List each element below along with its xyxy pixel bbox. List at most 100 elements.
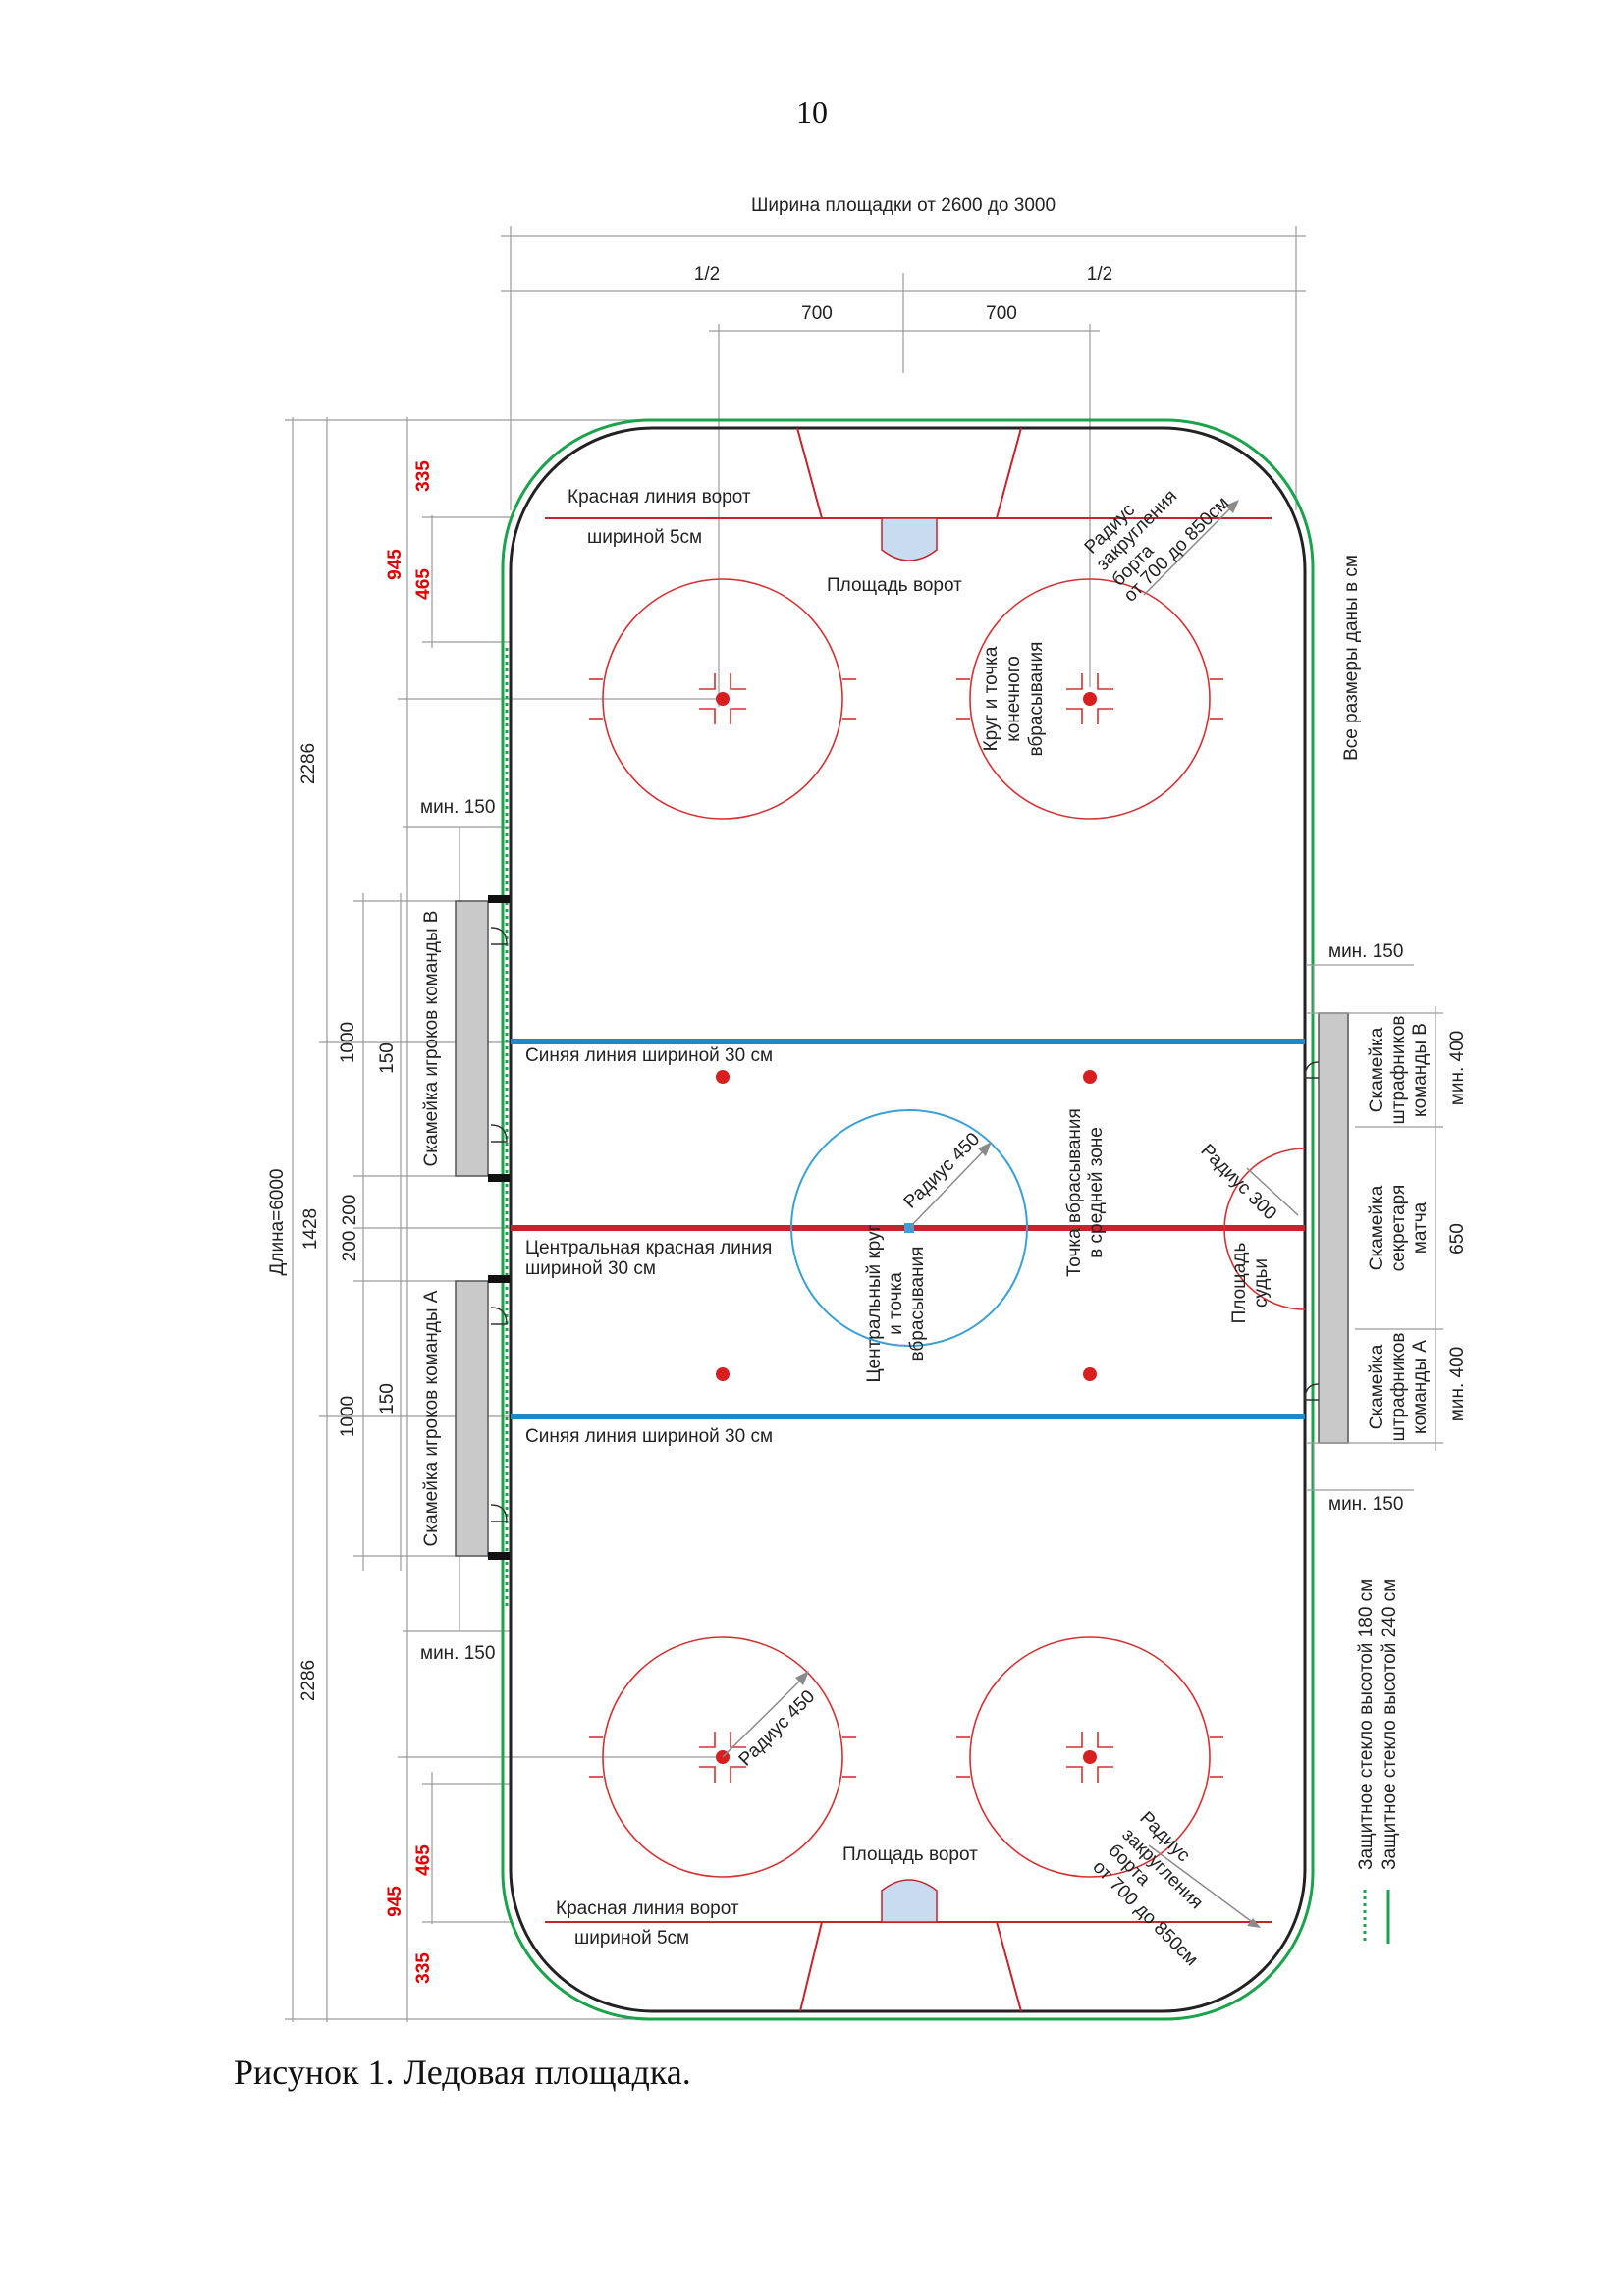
label-faceoff-circle-2: конечного [1003,656,1024,742]
referee-radius-line [1246,1167,1299,1216]
bench-a-gate-1 [490,1307,508,1325]
label-center-line-1: Центральная красная линия [525,1238,772,1258]
trapezoid-bottom-right [996,1921,1022,2012]
label-465-bottom: 465 [413,1844,434,1876]
label-faceoff-circle-1: Круг и точка [981,646,1001,751]
faceoff-spot [1083,1750,1097,1764]
bench-b-door-top [488,895,510,903]
label-circle-radius-bottom: Радиус 450 [735,1686,820,1771]
trapezoid-top-left [796,427,823,519]
faceoff-circle-top-left [589,578,856,820]
bench-a-door-bottom [488,1552,510,1560]
label-bench-b: Скамейка игроков команды В [421,911,442,1167]
label-neutral-spots-1: Точка вбрасывания [1064,1108,1085,1277]
faceoff-circle-bottom-right [956,1636,1223,1878]
rink [455,418,1349,2021]
neutral-spot-top-left [716,1070,730,1084]
label-penalty-b-3: команды В [1410,1023,1431,1117]
label-blue-line-bottom: Синяя линия шириной 30 см [525,1426,773,1447]
label-penalty-b-min: мин. 400 [1447,1031,1468,1105]
center-circle [790,1109,1028,1347]
center-radius-arrow [978,1142,992,1156]
legend-glass-180: Защитное стекло высотой 180 см [1356,1579,1377,1870]
corner-radius-arrow-top [1225,500,1239,513]
label-secretary-len: 650 [1447,1223,1468,1255]
board-outline [509,426,1307,2013]
figure-caption: Рисунок 1. Ледовая площадка. [234,2053,691,2092]
rink-labels: Красная линия ворот шириной 5см Площадь … [421,486,1280,1970]
corner-radius-line-top [1143,505,1234,596]
goal-crease-bottom [881,1879,938,1923]
page-number: 10 [796,94,828,130]
neutral-spot-top-right [1083,1070,1097,1084]
label-goal-crease-bottom: Площадь ворот [842,1844,978,1865]
label-secretary-1: Скамейка [1367,1185,1387,1270]
label-goal-line-bottom-width: шириной 5см [574,1928,689,1949]
bench-team-b [455,900,489,1177]
label-min-bottom: мин. 150 [420,1643,495,1664]
label-945-bottom: 945 [385,1886,406,1917]
bench-b-door-bottom [488,1174,510,1182]
goal-crease-top [881,517,938,561]
label-goal-line-top-width: шириной 5см [587,527,702,548]
label-bench-a-length: 1000 [338,1396,358,1437]
label-width: Ширина площадки от 2600 до 3000 [751,195,1056,216]
trapezoid-bottom-left [799,1921,823,2012]
label-all-dims: Все размеры даны в см [1341,555,1362,761]
right-dimensions: Все размеры даны в см мин. 150 мин. 150 … [1306,555,1468,1944]
label-goal-line-bottom: Красная линия ворот [556,1898,739,1919]
label-penalty-b-2: штрафников [1388,1015,1409,1124]
label-center-line-2: шириной 30 см [525,1258,656,1279]
faceoff-circle-bottom-left [589,1636,856,1878]
label-referee-area-2: судьи [1251,1258,1272,1308]
referee-crease [1223,1148,1306,1310]
label-bench-b-length: 1000 [338,1022,358,1063]
bench-team-a [455,1280,489,1557]
label-faceoff-left: 700 [801,303,833,324]
label-referee-area-1: Площадь [1229,1243,1250,1324]
label-secretary-2: секретаря [1388,1185,1409,1272]
left-dimensions: Длина=6000 2286 2286 1428 945 945 335 33… [267,417,722,2022]
label-referee-radius: Радиус 300 [1196,1141,1280,1225]
neutral-spot-bottom-right [1083,1367,1097,1381]
label-bench-gap: 200 200 [340,1195,360,1262]
label-neutral: 1428 [300,1208,321,1250]
glass-outline-240 [501,418,1315,2021]
label-penalty-a-3: команды А [1410,1340,1431,1434]
label-blue-line-top: Синяя линия шириной 30 см [525,1045,773,1066]
penalty-a-gate [1304,1383,1320,1401]
blue-line-top [511,1039,1305,1044]
trapezoid-top-right [996,427,1022,519]
label-penalty-a-min: мин. 400 [1447,1347,1468,1421]
top-dimensions: Ширина площадки от 2600 до 3000 1/2 1/2 … [501,195,1306,707]
label-center-circle-1: Центральный круг [864,1224,885,1382]
label-neutral-spots-2: в средней зоне [1086,1127,1107,1258]
label-secretary-3: матча [1410,1201,1431,1254]
label-length: Длина=6000 [267,1169,288,1276]
blue-line-bottom [511,1414,1305,1419]
bench-b-gate-2 [490,1124,508,1143]
label-penalty-a-2: штрафников [1388,1332,1409,1441]
label-center-circle-2: и точка [886,1272,906,1335]
penalty-b-gate [1304,1061,1320,1079]
label-bench-a: Скамейка игроков команды А [421,1290,442,1546]
label-faceoff-right: 700 [986,303,1017,324]
legend-glass-240: Защитное стекло высотой 240 см [1380,1579,1400,1870]
label-bench-b-offset: 150 [377,1042,398,1074]
label-945-top: 945 [385,549,406,580]
penalty-secretary-bench [1318,1012,1349,1444]
label-penalty-b-1: Скамейка [1367,1027,1387,1112]
label-bench-a-offset: 150 [377,1383,398,1415]
label-goal-line-top: Красная линия ворот [568,487,751,507]
label-end-zone-top: 2286 [298,743,319,784]
faceoff-circle-top-right [956,578,1223,820]
bench-b-gate-1 [490,927,508,945]
corner-radius-arrow-bottom [1247,1918,1261,1928]
label-335-top: 335 [413,460,434,492]
bench-a-door-top [488,1275,510,1283]
corner-radius-line-bottom [1148,1844,1256,1925]
label-goal-crease-top: Площадь ворот [827,575,962,596]
label-half-right: 1/2 [1087,264,1112,285]
label-center-circle-3: вбрасывания [907,1247,928,1362]
